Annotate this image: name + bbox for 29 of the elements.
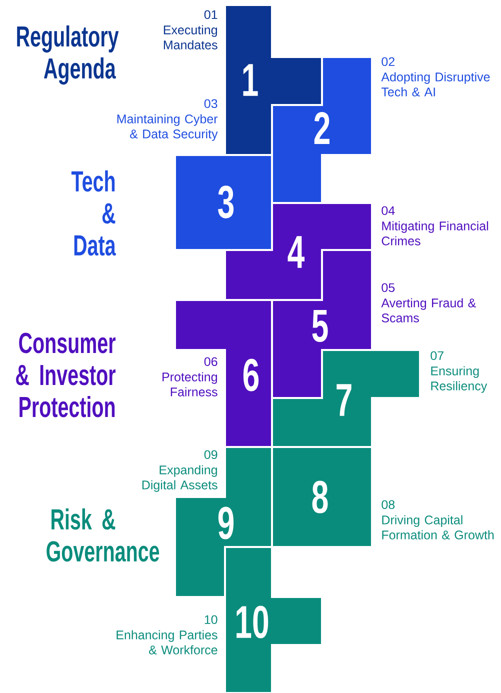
item-caption: Averting Fraud & Scams <box>381 298 476 322</box>
item-number: 01 <box>204 10 218 20</box>
item-caption: Enhancing Parties & Workforce <box>116 630 218 654</box>
puzzle-piece: 7 <box>271 349 421 448</box>
item-caption: Ensuring Resiliency <box>431 366 488 393</box>
item-caption: Driving Capital Formation & Growth <box>382 515 494 540</box>
item-number: 04 <box>382 206 395 216</box>
item-caption: Expanding Digital Assets <box>142 465 218 492</box>
puzzle-piece: 10 <box>224 546 323 693</box>
item-number: 10 <box>204 615 218 624</box>
puzzle-piece: 2 <box>271 56 373 204</box>
item-number: 06 <box>204 357 218 366</box>
item-number: 05 <box>382 283 395 292</box>
item-caption: Mitigating Financial Crimes <box>382 221 488 246</box>
item-number: 08 <box>382 500 395 510</box>
item-caption: Maintaining Cyber & Data Security <box>117 114 218 141</box>
item-caption: Executing Mandates <box>164 25 218 50</box>
puzzle-piece: 8 <box>271 446 373 548</box>
group-heading: Regulatory Agenda <box>17 25 119 85</box>
item-number: 02 <box>382 57 394 66</box>
item-number: 03 <box>204 99 218 108</box>
item-caption: Protecting Fairness <box>162 372 218 396</box>
group-heading: Tech & Data <box>71 170 116 256</box>
item-number: 07 <box>430 351 444 360</box>
group-heading: Consumer & Investor Protection <box>16 332 116 418</box>
item-number: 09 <box>204 450 218 460</box>
group-heading: Risk & Governance <box>46 508 160 562</box>
puzzle-piece: 3 <box>174 154 273 251</box>
item-caption: Adopting Disruptive Tech & AI <box>381 72 490 96</box>
